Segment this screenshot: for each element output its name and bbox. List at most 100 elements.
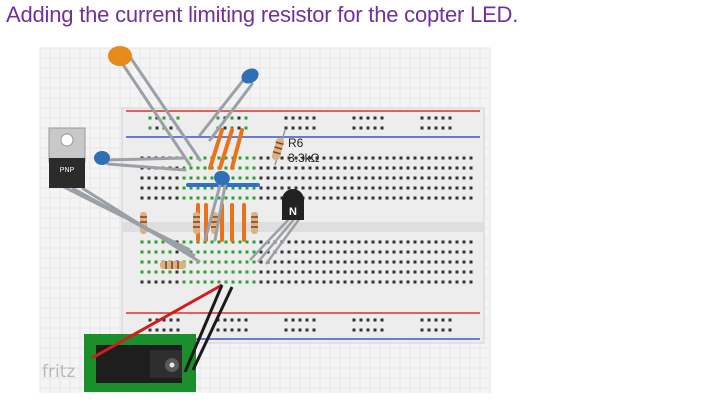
breadboard-hole	[301, 156, 305, 160]
breadboard-hole	[196, 176, 200, 180]
breadboard-hole	[352, 318, 356, 322]
breadboard-hole	[359, 126, 363, 130]
breadboard-hole	[455, 196, 459, 200]
breadboard-hole	[308, 186, 312, 190]
breadboard-hole	[210, 260, 214, 264]
breadboard-hole	[322, 280, 326, 284]
breadboard-hole	[427, 126, 431, 130]
breadboard-hole	[203, 166, 207, 170]
r6-resistor	[271, 129, 286, 166]
breadboard-hole	[329, 270, 333, 274]
breadboard-hole	[357, 176, 361, 180]
breadboard-hole	[469, 166, 473, 170]
breadboard-hole	[322, 240, 326, 244]
breadboard-hole	[441, 126, 445, 130]
breadboard-hole	[448, 126, 452, 130]
breadboard-hole	[161, 250, 165, 254]
breadboard-hole	[280, 270, 284, 274]
breadboard-hole	[216, 116, 220, 120]
breadboard-hole	[455, 166, 459, 170]
resistor-label: R6	[288, 136, 304, 150]
breadboard-hole	[455, 250, 459, 254]
breadboard-hole	[357, 260, 361, 264]
breadboard-hole	[182, 280, 186, 284]
breadboard-hole	[224, 156, 228, 160]
breadboard-hole	[259, 186, 263, 190]
dc-power-jack-icon	[96, 345, 182, 383]
breadboard-hole	[203, 240, 207, 244]
breadboard-hole	[230, 126, 234, 130]
breadboard-hole	[308, 176, 312, 180]
breadboard-hole	[294, 240, 298, 244]
breadboard-hole	[441, 176, 445, 180]
breadboard-hole	[350, 186, 354, 190]
breadboard-hole	[252, 240, 256, 244]
breadboard-hole	[224, 250, 228, 254]
breadboard-hole	[266, 186, 270, 190]
breadboard-hole	[392, 250, 396, 254]
breadboard-hole	[154, 196, 158, 200]
breadboard-hole	[176, 116, 180, 120]
breadboard-hole	[252, 280, 256, 284]
breadboard-hole	[140, 186, 144, 190]
breadboard-hole	[280, 196, 284, 200]
breadboard-hole	[154, 176, 158, 180]
capacitor-icon	[94, 151, 110, 165]
breadboard-hole	[238, 176, 242, 180]
breadboard-hole	[252, 270, 256, 274]
breadboard-hole	[189, 280, 193, 284]
breadboard-hole	[291, 318, 295, 322]
breadboard-hole	[315, 240, 319, 244]
breadboard-hole	[385, 270, 389, 274]
breadboard-hole	[245, 240, 249, 244]
breadboard-hole	[315, 166, 319, 170]
breadboard-hole	[252, 166, 256, 170]
fritzing-watermark: fritz	[42, 362, 75, 382]
breadboard-hole	[238, 250, 242, 254]
breadboard-hole	[210, 196, 214, 200]
breadboard-hole	[385, 186, 389, 190]
breadboard-hole	[392, 176, 396, 180]
breadboard-hole	[259, 166, 263, 170]
breadboard-hole	[210, 176, 214, 180]
breadboard-hole	[406, 270, 410, 274]
breadboard-hole	[245, 186, 249, 190]
breadboard-hole	[203, 176, 207, 180]
breadboard-hole	[329, 196, 333, 200]
breadboard-hole	[196, 186, 200, 190]
breadboard-hole	[427, 176, 431, 180]
breadboard-hole	[280, 250, 284, 254]
breadboard-hole	[189, 270, 193, 274]
resistor-icon	[193, 212, 200, 234]
breadboard-hole	[259, 250, 263, 254]
slide-title: Adding the current limiting resistor for…	[6, 2, 519, 27]
breadboard-hole	[147, 260, 151, 264]
breadboard-hole	[308, 280, 312, 284]
breadboard-hole	[434, 156, 438, 160]
breadboard-hole	[148, 328, 152, 332]
breadboard-hole	[364, 186, 368, 190]
breadboard-hole	[168, 280, 172, 284]
breadboard-hole	[336, 280, 340, 284]
red-power-wire	[91, 283, 223, 360]
breadboard-hole	[343, 280, 347, 284]
breadboard-hole	[371, 240, 375, 244]
breadboard-hole	[280, 176, 284, 180]
breadboard-hole	[266, 166, 270, 170]
breadboard-hole	[182, 240, 186, 244]
breadboard-hole	[434, 270, 438, 274]
breadboard-hole	[169, 328, 173, 332]
breadboard-hole	[427, 156, 431, 160]
breadboard-hole	[273, 186, 277, 190]
breadboard-hole	[203, 270, 207, 274]
breadboard-hole	[427, 270, 431, 274]
breadboard-hole	[434, 196, 438, 200]
breadboard-hole	[352, 126, 356, 130]
breadboard-hole	[161, 176, 165, 180]
breadboard-hole	[203, 280, 207, 284]
breadboard-hole	[378, 240, 382, 244]
breadboard-hole	[329, 166, 333, 170]
breadboard-hole	[322, 270, 326, 274]
breadboard-hole	[217, 250, 221, 254]
breadboard-hole	[238, 166, 242, 170]
